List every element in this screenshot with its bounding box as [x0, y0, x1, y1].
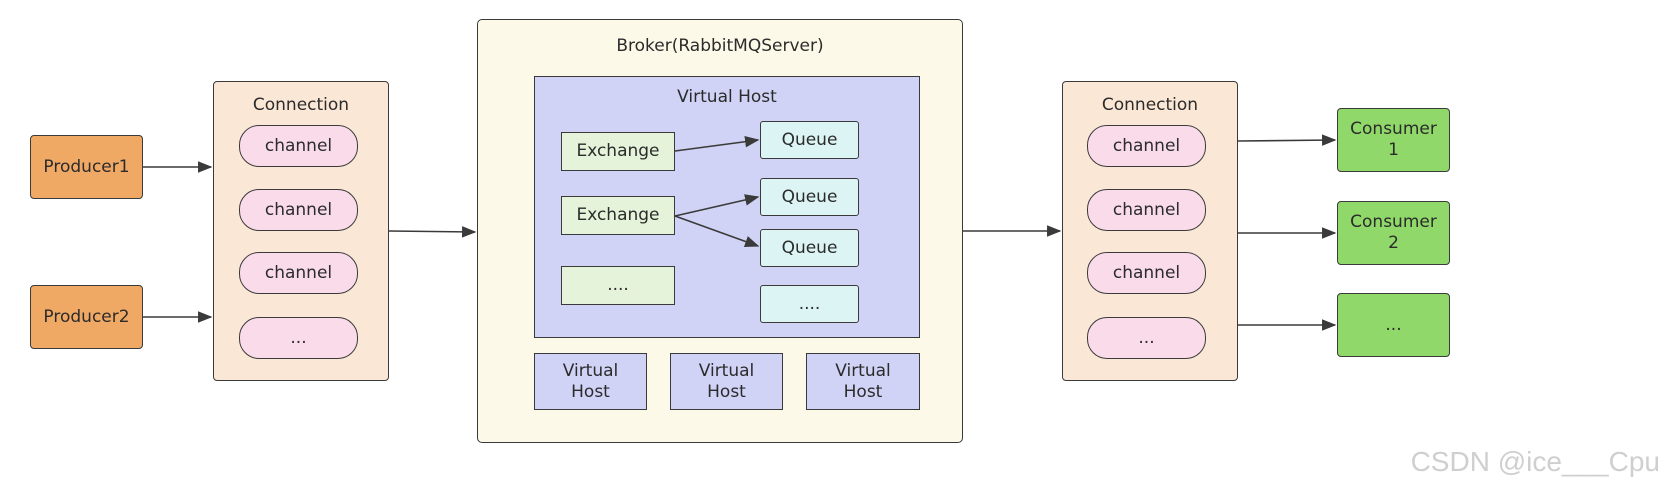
- right-connection-title: Connection: [1101, 95, 1199, 115]
- producer-2-label: Producer2: [43, 306, 130, 327]
- left-channel-4-label: ...: [290, 328, 307, 348]
- right-channel-2-label: channel: [1112, 200, 1181, 220]
- right-channel-2: channel: [1087, 189, 1206, 231]
- virtual-host-small-2-label: Virtual Host: [698, 360, 755, 402]
- left-channel-2: channel: [239, 189, 358, 231]
- queue-2-label: Queue: [781, 186, 838, 207]
- arrow-connection-to-broker: [388, 226, 477, 238]
- producer-1-label: Producer1: [43, 156, 130, 177]
- queue-3-label: Queue: [781, 237, 838, 258]
- queue-more-label: ....: [798, 293, 821, 314]
- exchange-1-label: Exchange: [576, 141, 660, 161]
- right-channel-3-label: channel: [1112, 263, 1181, 283]
- left-channel-3: channel: [239, 252, 358, 294]
- virtual-host-small-1-label: Virtual Host: [562, 360, 619, 402]
- consumer-more: ...: [1337, 293, 1450, 357]
- arrow-connection-to-consumer1: [1237, 134, 1337, 146]
- arrow-exchange1-to-queue1: [674, 135, 760, 152]
- consumer-2: Consumer 2: [1337, 201, 1450, 265]
- exchange-more-label: ....: [607, 275, 629, 295]
- left-connection-title: Connection: [252, 95, 350, 115]
- right-channel-3: channel: [1087, 252, 1206, 294]
- left-channel-4: ...: [239, 317, 358, 359]
- queue-2: Queue: [760, 178, 859, 216]
- producer-2: Producer2: [30, 285, 143, 349]
- virtual-host-title: Virtual Host: [677, 87, 777, 107]
- consumer-1: Consumer 1: [1337, 108, 1450, 172]
- virtual-host-small-1: Virtual Host: [534, 353, 647, 410]
- virtual-host-small-3-label: Virtual Host: [835, 360, 891, 402]
- right-channel-4-label: ...: [1138, 328, 1155, 348]
- queue-more: ....: [760, 285, 859, 323]
- arrow-exchange2-to-queue3: [674, 215, 760, 248]
- queue-1-label: Queue: [781, 129, 838, 150]
- queue-3: Queue: [760, 229, 859, 267]
- exchange-more: ....: [561, 266, 675, 305]
- left-channel-1: channel: [239, 125, 358, 167]
- queue-1: Queue: [760, 121, 859, 159]
- broker-title: Broker(RabbitMQServer): [616, 36, 824, 56]
- virtual-host-small-3: Virtual Host: [806, 353, 920, 410]
- consumer-2-label: Consumer 2: [1350, 212, 1437, 253]
- right-channel-4: ...: [1087, 317, 1206, 359]
- exchange-1: Exchange: [561, 132, 675, 171]
- exchange-2: Exchange: [561, 196, 675, 235]
- left-channel-3-label: channel: [264, 263, 333, 283]
- left-channel-2-label: channel: [264, 200, 333, 220]
- virtual-host-small-2: Virtual Host: [670, 353, 783, 410]
- left-channel-1-label: channel: [264, 136, 333, 156]
- consumer-more-label: ...: [1385, 314, 1402, 335]
- producer-1: Producer1: [30, 135, 143, 199]
- right-channel-1: channel: [1087, 125, 1206, 167]
- exchange-2-label: Exchange: [576, 205, 660, 225]
- watermark: CSDN @ice___Cpu: [1410, 446, 1660, 477]
- arrow-exchange2-to-queue2: [674, 194, 760, 217]
- right-channel-1-label: channel: [1112, 136, 1181, 156]
- consumer-1-label: Consumer 1: [1350, 119, 1437, 160]
